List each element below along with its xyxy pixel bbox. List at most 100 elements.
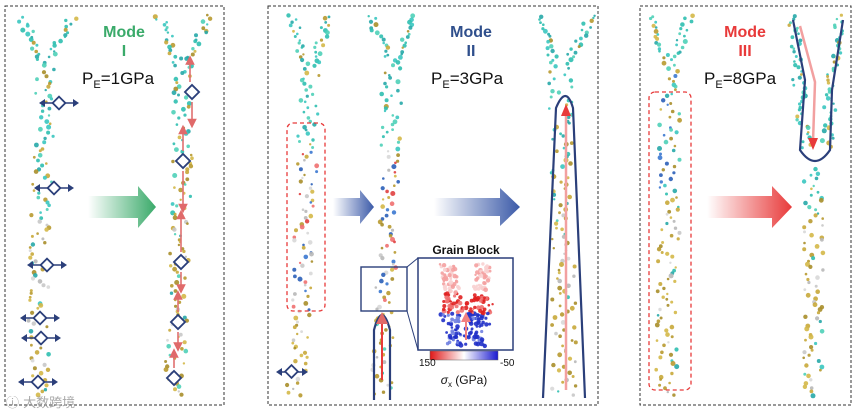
atom-bead <box>46 352 51 357</box>
atom-bead <box>572 274 576 278</box>
inset-atom <box>446 296 451 301</box>
atom-bead <box>44 383 49 388</box>
atom-bead <box>823 123 828 128</box>
atom-bead <box>558 334 562 339</box>
atom-bead <box>48 122 52 125</box>
atom-bead <box>385 45 391 50</box>
atom-bead <box>314 104 318 108</box>
atom-bead <box>819 329 825 334</box>
atom-bead <box>369 28 374 33</box>
atom-bead <box>306 116 311 120</box>
transition-arrow-red <box>707 186 792 228</box>
atom-bead <box>46 84 51 89</box>
panel-3-overlays <box>648 19 845 391</box>
atom-bead <box>808 219 813 224</box>
atom-bead <box>171 61 175 64</box>
atom-bead <box>805 125 811 130</box>
inset-atom <box>452 273 458 279</box>
atom-bead <box>667 341 670 344</box>
atom-bead <box>25 23 30 28</box>
atom-bead <box>814 341 818 346</box>
inset-atom <box>483 287 489 293</box>
atom-bead <box>391 114 395 117</box>
inset-atom <box>447 303 452 309</box>
atom-bead <box>32 155 36 159</box>
colorbar <box>429 350 499 361</box>
atom-bead <box>184 56 189 61</box>
atom-bead <box>789 21 792 25</box>
atom-bead <box>319 38 324 42</box>
atom-bead <box>670 361 676 366</box>
atom-bead <box>381 135 385 139</box>
inset-atom <box>485 264 489 268</box>
atom-bead <box>182 126 186 130</box>
atom-bead <box>304 154 309 159</box>
inset-atom <box>446 321 451 326</box>
atom-bead <box>819 364 825 370</box>
atom-bead <box>815 275 820 280</box>
atom-bead <box>308 271 313 276</box>
atom-bead <box>297 41 301 45</box>
atom-bead <box>547 81 551 86</box>
mode-2-word: Mode <box>450 24 492 41</box>
atom-bead <box>555 219 559 223</box>
fiber-2b-branch-l <box>367 15 391 58</box>
atom-bead <box>36 232 39 235</box>
atom-bead <box>669 136 673 141</box>
atom-bead <box>838 51 843 55</box>
atom-bead <box>814 208 818 212</box>
atom-bead <box>663 386 667 391</box>
strain-arrow-head <box>54 314 60 322</box>
strain-marker <box>30 374 46 390</box>
inset-atom <box>440 271 444 275</box>
atom-bead <box>310 198 315 203</box>
atom-bead <box>302 350 308 355</box>
atom-bead <box>181 293 187 299</box>
atom-bead <box>303 158 306 162</box>
atom-bead <box>34 54 40 59</box>
atom-bead <box>300 46 304 49</box>
atom-bead <box>28 298 32 302</box>
atom-bead <box>38 303 44 308</box>
inset-atom <box>445 291 450 296</box>
stress-marker <box>174 152 192 170</box>
atom-bead <box>667 77 672 81</box>
inset-atom <box>479 295 484 300</box>
atom-bead <box>35 43 39 47</box>
transition-arrow-blue-2 <box>434 188 520 226</box>
atom-bead <box>388 234 393 238</box>
atom-bead <box>557 285 563 291</box>
atom-bead <box>296 32 299 36</box>
atom-bead <box>183 348 189 354</box>
atom-bead <box>550 89 555 94</box>
crack-outline-top <box>791 19 845 163</box>
atom-bead <box>592 16 595 20</box>
atom-bead <box>672 188 678 194</box>
atom-bead <box>795 114 800 119</box>
atom-bead <box>173 186 176 189</box>
atom-bead <box>567 121 571 125</box>
atom-bead <box>301 153 305 156</box>
atom-bead <box>551 137 554 141</box>
inset-atom <box>481 271 484 275</box>
atom-bead <box>385 189 389 194</box>
atom-bead <box>801 140 805 144</box>
atom-bead <box>548 34 552 38</box>
atom-bead <box>554 221 559 226</box>
atom-bead <box>314 55 318 58</box>
atom-bead <box>204 30 208 35</box>
atom-bead <box>410 13 416 19</box>
atom-bead <box>374 373 380 379</box>
atom-bead <box>190 156 194 160</box>
atom-bead <box>565 61 570 66</box>
atom-bead <box>674 266 677 269</box>
strain-arrow-head <box>27 261 33 269</box>
atom-bead <box>172 142 176 146</box>
atom-bead <box>655 339 659 342</box>
atom-bead <box>293 292 297 296</box>
atom-bead <box>46 285 51 289</box>
atom-bead <box>659 316 663 320</box>
atom-bead <box>37 219 42 224</box>
inset-atom <box>479 341 484 347</box>
atom-bead <box>795 118 799 122</box>
